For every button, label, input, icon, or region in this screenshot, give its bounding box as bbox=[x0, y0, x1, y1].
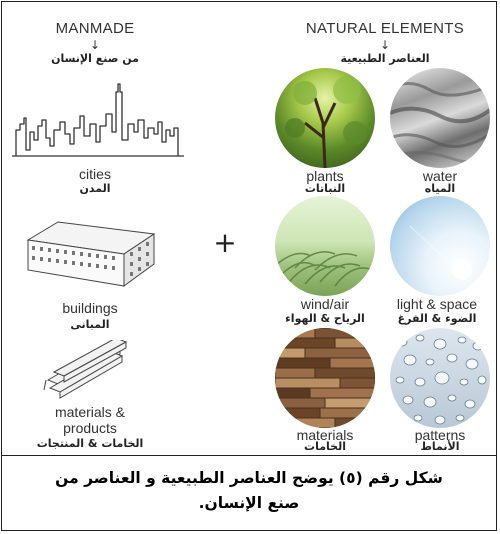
materials-label: materials bbox=[296, 427, 354, 443]
wind-air-label: wind/air bbox=[300, 296, 350, 312]
manmade-arrow: ↓ bbox=[89, 38, 101, 52]
light-space-photo bbox=[390, 196, 490, 296]
natural-elements-header: NATURAL ELEMENTS bbox=[305, 20, 465, 37]
wind-air-photo bbox=[275, 196, 375, 296]
buildings-label-ar: المبانى bbox=[70, 318, 110, 331]
plants-label: plants bbox=[306, 168, 344, 184]
materials-photo bbox=[275, 328, 375, 428]
natural-elements-header-ar: العناصر الطبيعية bbox=[340, 52, 430, 65]
natural-elements-arrow: ↓ bbox=[379, 38, 391, 52]
patterns-photo bbox=[390, 328, 490, 428]
materials-products-label: materials & bbox=[54, 404, 126, 420]
plants-label-ar: النباتات bbox=[304, 182, 346, 195]
manmade-header: MANMADE bbox=[55, 20, 135, 37]
buildings-label: buildings bbox=[62, 300, 118, 316]
caption-line-2: صنع الإنسان. bbox=[198, 494, 300, 512]
plants-photo bbox=[275, 68, 375, 168]
water-label-ar: المياه bbox=[424, 182, 456, 195]
materials-products-label-ar: الخامات & المنتجات bbox=[36, 437, 144, 450]
light-space-label-ar: الضوء & الفرغ bbox=[397, 312, 477, 325]
figure-caption: شكل رقم (٥) يوضح العناصر الطبيعية و العن… bbox=[1, 455, 497, 531]
patterns-label-ar: الأنماط bbox=[420, 440, 460, 453]
caption-line-1: شكل رقم (٥) يوضح العناصر الطبيعية و العن… bbox=[55, 469, 443, 487]
cities-label-ar: المدن bbox=[79, 182, 111, 195]
cities-label: cities bbox=[79, 166, 111, 182]
plus-sign: + bbox=[213, 226, 237, 259]
wind-air-label-ar: الرياح & الهواء bbox=[285, 312, 365, 325]
materials-label-ar: الخامات bbox=[304, 440, 346, 453]
building-block-icon bbox=[26, 221, 156, 287]
timber-planks-icon bbox=[43, 340, 128, 399]
manmade-header-ar: من صنع الإنسان bbox=[51, 52, 139, 65]
city-skyline-icon bbox=[12, 83, 184, 157]
patterns-label: patterns bbox=[414, 427, 466, 443]
light-space-label: light & space bbox=[396, 296, 478, 312]
water-label: water bbox=[422, 168, 458, 184]
water-photo bbox=[390, 68, 490, 168]
materials-products-label-2: products bbox=[63, 420, 117, 436]
